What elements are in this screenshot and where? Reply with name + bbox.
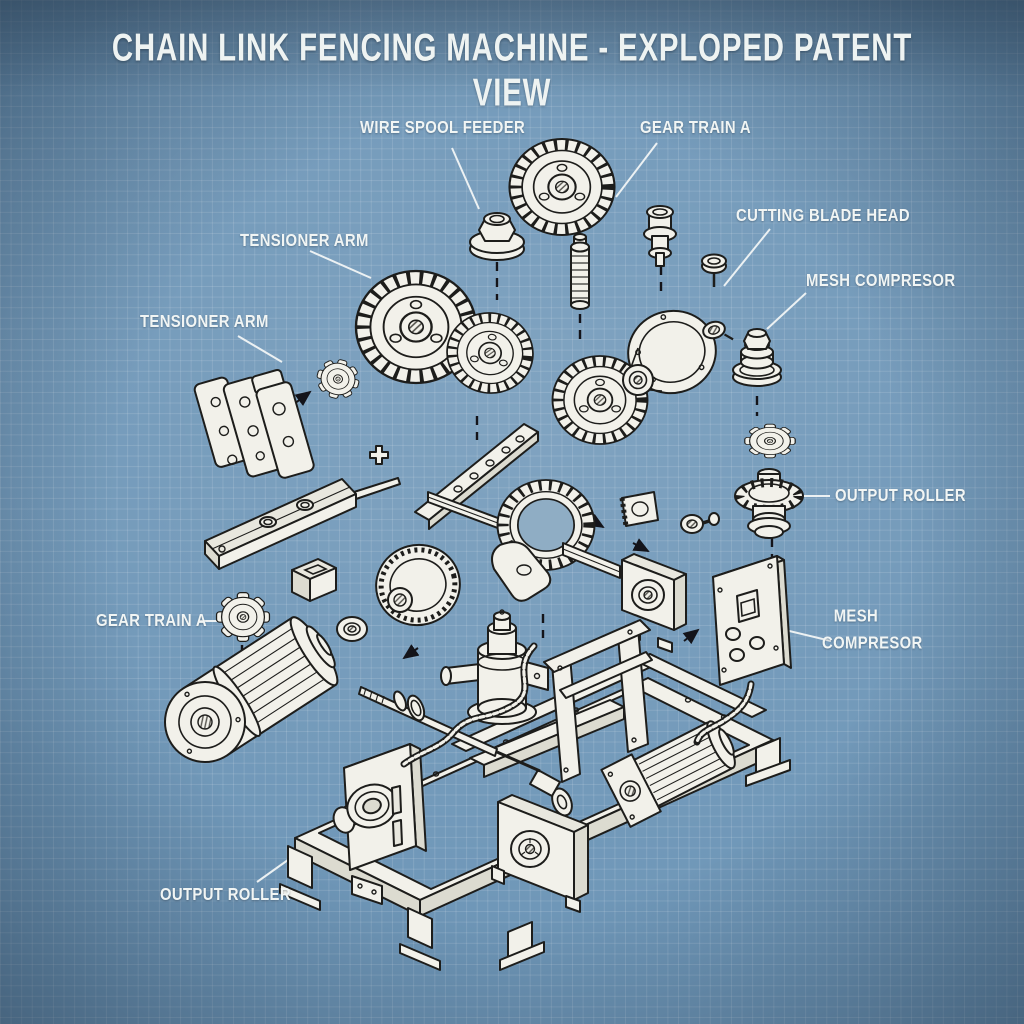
idler-disc (702, 320, 734, 341)
hydraulic-jack (440, 609, 549, 725)
stepped-pulley (732, 328, 782, 387)
tensioner-sprocket (312, 354, 364, 404)
press-frame (529, 619, 653, 797)
hydraulic-hose (400, 642, 538, 768)
gear-plate (619, 491, 659, 527)
power-cable (693, 680, 755, 746)
tensioner-plates (193, 368, 315, 479)
slide-rail (204, 477, 401, 570)
star-knob (744, 423, 796, 459)
label-cutting-blade-head: CUTTING BLADE HEAD (736, 206, 910, 226)
label-wire-spool-feeder: WIRE SPOOL FEEDER (360, 118, 526, 138)
label-mesh-compresor-box-line1: MESH (833, 606, 879, 626)
label-mesh-compresor-box: MESH COMPRESOR (822, 603, 923, 657)
machine-feet (279, 737, 791, 971)
main-drive-gear (510, 139, 615, 235)
chain-sprocket (215, 592, 271, 642)
label-output-roller-bottom: OUTPUT ROLLER (160, 885, 291, 905)
control-box (712, 555, 792, 686)
label-tensioner-arm-lower: TENSIONER ARM (140, 312, 269, 332)
wire-spool-nut (469, 212, 525, 261)
label-gear-train-a-left: GEAR TRAIN A (96, 611, 208, 631)
pin-pulley (680, 512, 720, 534)
mounting-block (291, 558, 337, 602)
clutch-disc (375, 543, 461, 627)
crank-cam (491, 541, 552, 602)
feed-motor (600, 720, 736, 828)
gearbox-lower (491, 787, 589, 913)
cross-shaft (358, 686, 541, 773)
idler-pulley (336, 616, 368, 642)
page-title: CHAIN LINK FENCING MACHINE - EXPLOPED PA… (111, 26, 913, 115)
output-roller-stack (734, 468, 804, 539)
label-gear-train-a-top: GEAR TRAIN A (640, 118, 752, 138)
cutter-knob (701, 253, 727, 287)
cutter-bolt (643, 205, 677, 267)
threaded-shaft (570, 233, 590, 310)
drilled-bar (414, 423, 539, 530)
label-output-roller-right: OUTPUT ROLLER (835, 486, 966, 506)
clutch-bell (622, 309, 717, 396)
cross-coupler (369, 445, 389, 465)
winch-unit (332, 743, 427, 905)
drive-shaft (562, 542, 621, 579)
label-mesh-compresor-right: MESH COMPRESOR (806, 271, 956, 291)
drive-motor (164, 616, 339, 763)
label-mesh-compresor-box-line2: COMPRESOR (822, 633, 923, 653)
label-tensioner-arm-upper: TENSIONER ARM (240, 231, 369, 251)
